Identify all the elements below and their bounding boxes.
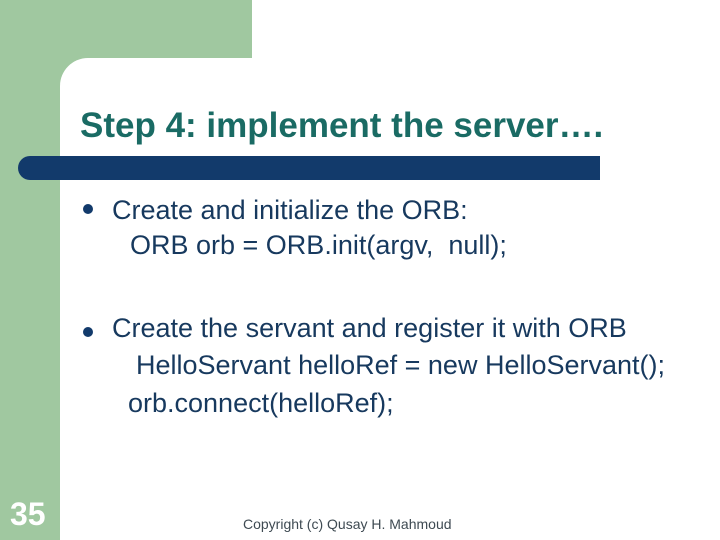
- bullet-2-line-3: orb.connect(helloRef);: [128, 388, 394, 418]
- title-underline-bar: [18, 156, 600, 180]
- footer-copyright: Copyright (c) Qusay H. Mahmoud: [243, 516, 452, 532]
- content-area: [60, 58, 720, 540]
- bullet-circle-icon: [83, 204, 93, 214]
- slide-title: Step 4: implement the server….: [80, 106, 604, 145]
- green-top-band: [0, 0, 252, 58]
- bullet-2-line-1: Create the servant and register it with …: [112, 313, 627, 343]
- bullet-circle-icon: [83, 327, 93, 337]
- green-side-band: [0, 0, 60, 540]
- bullet-1-line-1: Create and initialize the ORB:: [112, 195, 468, 225]
- slide-page-number: 35: [10, 496, 46, 532]
- bullet-2-line-2: HelloServant helloRef = new HelloServant…: [136, 350, 666, 380]
- bullet-1-line-2: ORB orb = ORB.init(argv, null);: [130, 230, 507, 260]
